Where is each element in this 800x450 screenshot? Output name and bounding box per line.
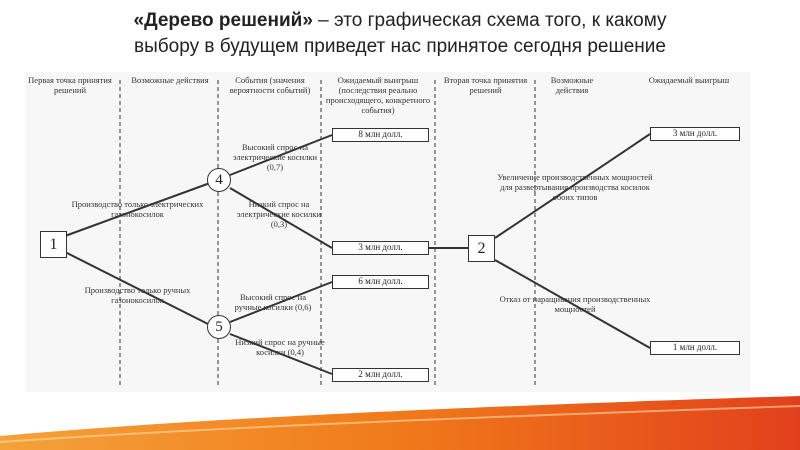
payoff-box-8m: 8 млн долл. xyxy=(332,128,429,142)
tree-lines xyxy=(64,80,651,387)
label-expand-capacity: Увеличение производственных мощностей дл… xyxy=(497,172,653,202)
branch-low-manual xyxy=(229,333,333,375)
title-definition-part2: выбору в будущем приведет нас принятое с… xyxy=(134,36,666,57)
wave-shape xyxy=(0,396,800,450)
payoff-box-2m: 2 млн долл. xyxy=(332,368,429,382)
header-expected-payoff-2: Ожидаемый выигрыш xyxy=(648,75,730,85)
header-possible-actions-2: Возможные действия xyxy=(550,75,594,95)
payoff-box-6m: 6 млн долл. xyxy=(332,275,429,289)
decision-node-2: 2 xyxy=(468,235,495,262)
branch-refuse xyxy=(494,259,651,349)
payoff-box-1m: 1 млн долл. xyxy=(650,341,740,355)
branch-expand xyxy=(494,133,651,239)
decorative-wave xyxy=(0,396,800,450)
label-low-electric-demand: Низкий спрос на электрические косилки (0… xyxy=(236,199,322,229)
branch-manual xyxy=(64,251,211,326)
title-definition-part1: – это графическая схема того, к какому xyxy=(312,10,667,31)
branch-electric xyxy=(64,182,211,237)
label-electric-production: Производство только электрических газоно… xyxy=(71,199,204,219)
decision-tree-diagram: Первая точка принятия решений Возможные … xyxy=(25,72,750,392)
payoff-box-3m-a: 3 млн долл. xyxy=(332,241,429,255)
header-events: События (значения вероятности событий) xyxy=(229,75,311,95)
branch-high-electric xyxy=(229,134,333,176)
header-first-decision-point: Первая точка принятия решений xyxy=(28,75,112,95)
header-possible-actions: Возможные действия xyxy=(131,75,209,85)
decision-node-1: 1 xyxy=(40,231,67,258)
label-manual-production: Производство только ручных газонокосилок xyxy=(84,285,191,305)
header-second-decision-point: Вторая точка принятия решений xyxy=(443,75,528,95)
label-high-manual-demand: Высокий спрос на ручные косилки (0,6) xyxy=(234,292,312,312)
title-term: «Дерево решений» xyxy=(133,10,313,31)
label-low-manual-demand: Низкий спрос на ручные косилки (0,4) xyxy=(235,337,325,357)
chance-node-4: 4 xyxy=(207,168,231,192)
label-refuse-expansion: Отказ от наращивания производственных мо… xyxy=(499,294,651,314)
label-high-electric-demand: Высокий спрос на электрические косилки (… xyxy=(232,142,318,172)
branch-high-manual xyxy=(229,281,333,323)
slide-title: «Дерево решений» – это графическая схема… xyxy=(0,8,800,60)
branch-low-electric xyxy=(229,187,333,249)
wave-highlight xyxy=(0,405,800,443)
chance-node-5: 5 xyxy=(207,315,231,339)
payoff-box-3m-b: 3 млн долл. xyxy=(650,127,740,141)
header-expected-payoff: Ожидаемый выигрыш (последствия реально п… xyxy=(325,75,431,115)
